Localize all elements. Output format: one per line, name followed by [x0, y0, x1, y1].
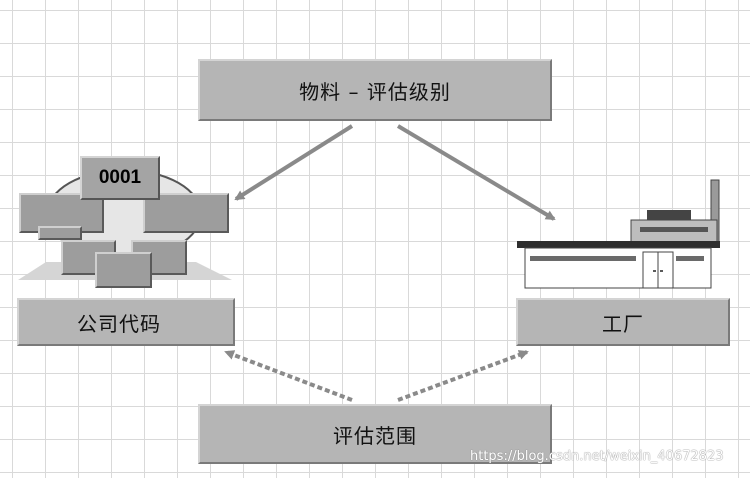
valuation-level-box: 物料 – 评估级别	[198, 59, 552, 121]
company-code-box: 公司代码	[17, 298, 235, 346]
dashed-arrow-to-company-code	[224, 350, 353, 402]
watermark-text: https://blog.csdn.net/weixin_40672823	[470, 449, 724, 464]
company-code-number: 0001	[80, 156, 160, 200]
arrow-to-plant	[396, 124, 556, 221]
dashed-arrow-to-plant	[397, 350, 529, 402]
arrow-to-company-code	[234, 124, 354, 201]
plant-box: 工厂	[516, 298, 730, 346]
valuation-area-box: 评估范围	[198, 404, 552, 464]
company-tile	[38, 226, 82, 240]
company-tile	[95, 252, 152, 288]
